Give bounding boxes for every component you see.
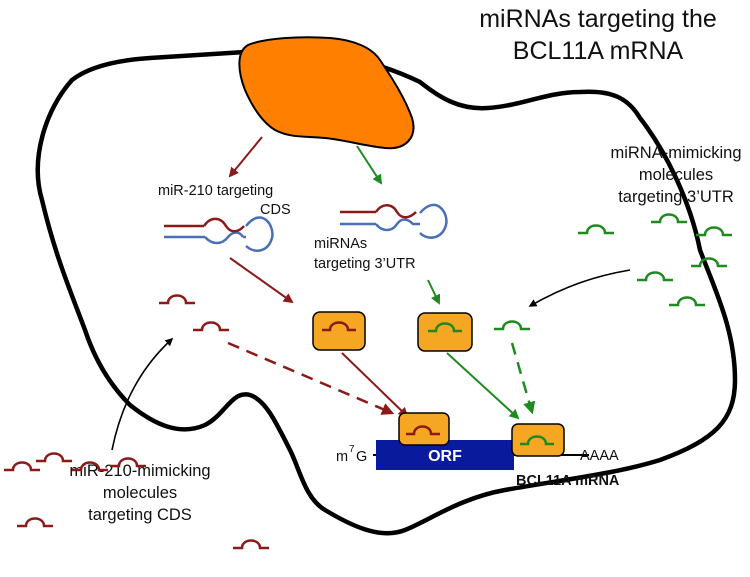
title-line-1: miRNAs targeting the bbox=[479, 5, 717, 33]
utr-mimics-outside-group bbox=[578, 213, 732, 307]
risc-bound-utr-icon bbox=[511, 423, 565, 457]
cds-mimic-inside-2 bbox=[193, 321, 229, 332]
arrow-utr-mimics-entry bbox=[528, 269, 631, 307]
cds-mimic-3 bbox=[72, 461, 108, 472]
label-mirnas-utr-2: targeting 3’UTR bbox=[314, 256, 416, 272]
nucleus bbox=[238, 36, 415, 150]
arrow-risc-cds-to-orf bbox=[341, 352, 409, 418]
utr-mimic-4 bbox=[637, 271, 673, 282]
label-mir210-cds-2: CDS bbox=[260, 202, 291, 218]
arrow-nucleus-to-mir210 bbox=[228, 136, 263, 178]
orf-label: ORF bbox=[428, 448, 462, 465]
cds-mimics-outside-group bbox=[4, 452, 269, 550]
utr-mimic-5 bbox=[691, 257, 727, 268]
utr-mimic-inside bbox=[494, 320, 530, 331]
arrow-nucleus-to-utr-mirna bbox=[356, 145, 383, 185]
mrna-name: BCL11A mRNA bbox=[516, 473, 620, 489]
label-mimic-utr-1: miRNA-mimicking bbox=[610, 144, 741, 162]
mir210-hairpin-icon bbox=[164, 216, 274, 252]
utr-mimic-3 bbox=[696, 226, 732, 237]
cap-m: m bbox=[336, 449, 348, 465]
arrow-mir210-to-risc bbox=[229, 257, 294, 304]
cap-superscript: 7 bbox=[349, 444, 355, 455]
cds-mimic-4 bbox=[110, 457, 146, 468]
label-mimic-cds-3: targeting CDS bbox=[88, 506, 192, 524]
label-mirnas-utr-1: miRNAs bbox=[314, 236, 367, 252]
arrow-utr-mirna-to-risc bbox=[427, 279, 441, 305]
title-line-2: BCL11A mRNA bbox=[513, 37, 684, 65]
utr-mimic-6 bbox=[669, 296, 705, 307]
utr-mimic-1 bbox=[578, 224, 614, 235]
arrow-cds-mimic-to-orf bbox=[227, 341, 395, 415]
cds-mimic-2 bbox=[36, 452, 72, 463]
label-mimic-utr-3: targeting 3’UTR bbox=[618, 188, 734, 206]
cds-mimic-6 bbox=[233, 539, 269, 550]
risc-complex-cds-icon bbox=[312, 311, 366, 351]
arrow-cds-mimics-entry bbox=[111, 337, 174, 451]
utr-mirna-hairpin-icon bbox=[340, 203, 448, 239]
label-mir210-cds-1: miR-210 targeting bbox=[158, 183, 273, 199]
polya-tail: AAAA bbox=[580, 448, 619, 464]
label-mimic-cds-2: molecules bbox=[103, 484, 177, 502]
label-mimic-utr-2: molecules bbox=[639, 166, 713, 184]
arrow-utr-mimic-to-mrna bbox=[510, 342, 536, 415]
cds-mimic-inside-1 bbox=[159, 294, 195, 305]
risc-complex-utr-icon bbox=[417, 312, 473, 352]
cap-g: G bbox=[356, 449, 367, 465]
utr-mimic-2 bbox=[651, 213, 687, 224]
label-mimic-cds-1: miR-210-mimicking bbox=[69, 462, 210, 480]
risc-bound-orf-icon bbox=[398, 412, 450, 446]
cds-mimic-1 bbox=[4, 461, 40, 472]
cds-mimic-5 bbox=[17, 517, 53, 528]
arrow-risc-utr-to-mrna bbox=[446, 352, 520, 420]
